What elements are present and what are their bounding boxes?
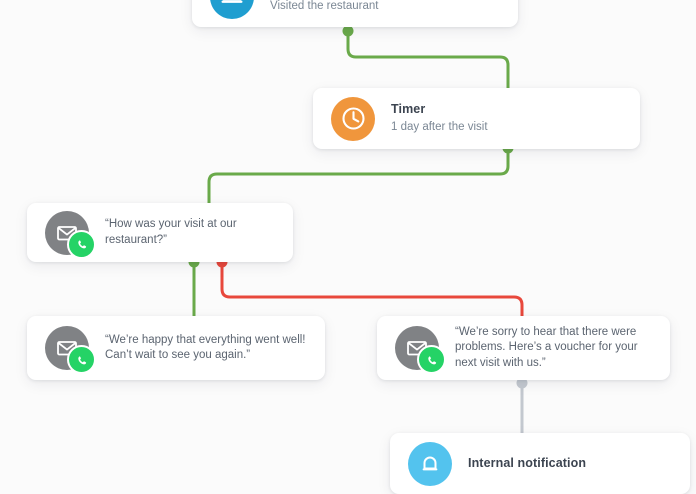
card-title-timer: Timer — [391, 102, 426, 116]
card-subtitle-timer: 1 day after the visit — [391, 121, 488, 133]
icon-wrap-timer — [331, 96, 375, 141]
restaurant-plate-icon — [210, 0, 254, 19]
card-text-timer: Timer 1 day after the visit — [391, 102, 640, 135]
connector-visited-to-timer — [346, 29, 510, 92]
card-quote-positive: “We’re happy that everything went well! … — [105, 333, 306, 362]
node-card-visited[interactable]: Visited the restaurant — [192, 0, 518, 27]
node-card-negative-message[interactable]: “We’re sorry to hear that there were pro… — [377, 316, 670, 380]
flowchart-canvas: Visited the restaurant Timer 1 day after… — [27, 0, 670, 486]
icon-wrap-positive — [45, 326, 96, 374]
clock-icon — [331, 96, 375, 141]
connector-question-to-negative — [220, 260, 524, 320]
card-quote-negative: “We’re sorry to hear that there were pro… — [455, 325, 638, 369]
whatsapp-icon — [417, 345, 446, 374]
card-subtitle-visited: Visited the restaurant — [270, 0, 379, 12]
connector-timer-to-question — [207, 146, 510, 207]
node-card-positive-message[interactable]: “We’re happy that everything went well! … — [27, 316, 325, 380]
connector-dot-negative — [516, 377, 528, 389]
node-card-question-message[interactable]: “How was your visit at our restaurant?” — [27, 203, 293, 262]
card-text-visited: Visited the restaurant — [270, 0, 518, 14]
whatsapp-icon — [67, 229, 96, 259]
card-text-negative: “We’re sorry to hear that there were pro… — [455, 325, 670, 372]
card-text-positive: “We’re happy that everything went well! … — [105, 333, 325, 364]
icon-wrap-visited — [210, 0, 254, 19]
icon-wrap-question — [45, 210, 96, 259]
node-card-timer[interactable]: Timer 1 day after the visit — [313, 88, 640, 149]
whatsapp-icon — [67, 345, 96, 374]
card-text-question: “How was your visit at our restaurant?” — [105, 217, 293, 248]
connector-dot-visited — [342, 25, 354, 37]
icon-wrap-negative — [395, 326, 446, 374]
card-quote-question: “How was your visit at our restaurant?” — [105, 218, 237, 246]
connector-layer — [188, 25, 528, 437]
